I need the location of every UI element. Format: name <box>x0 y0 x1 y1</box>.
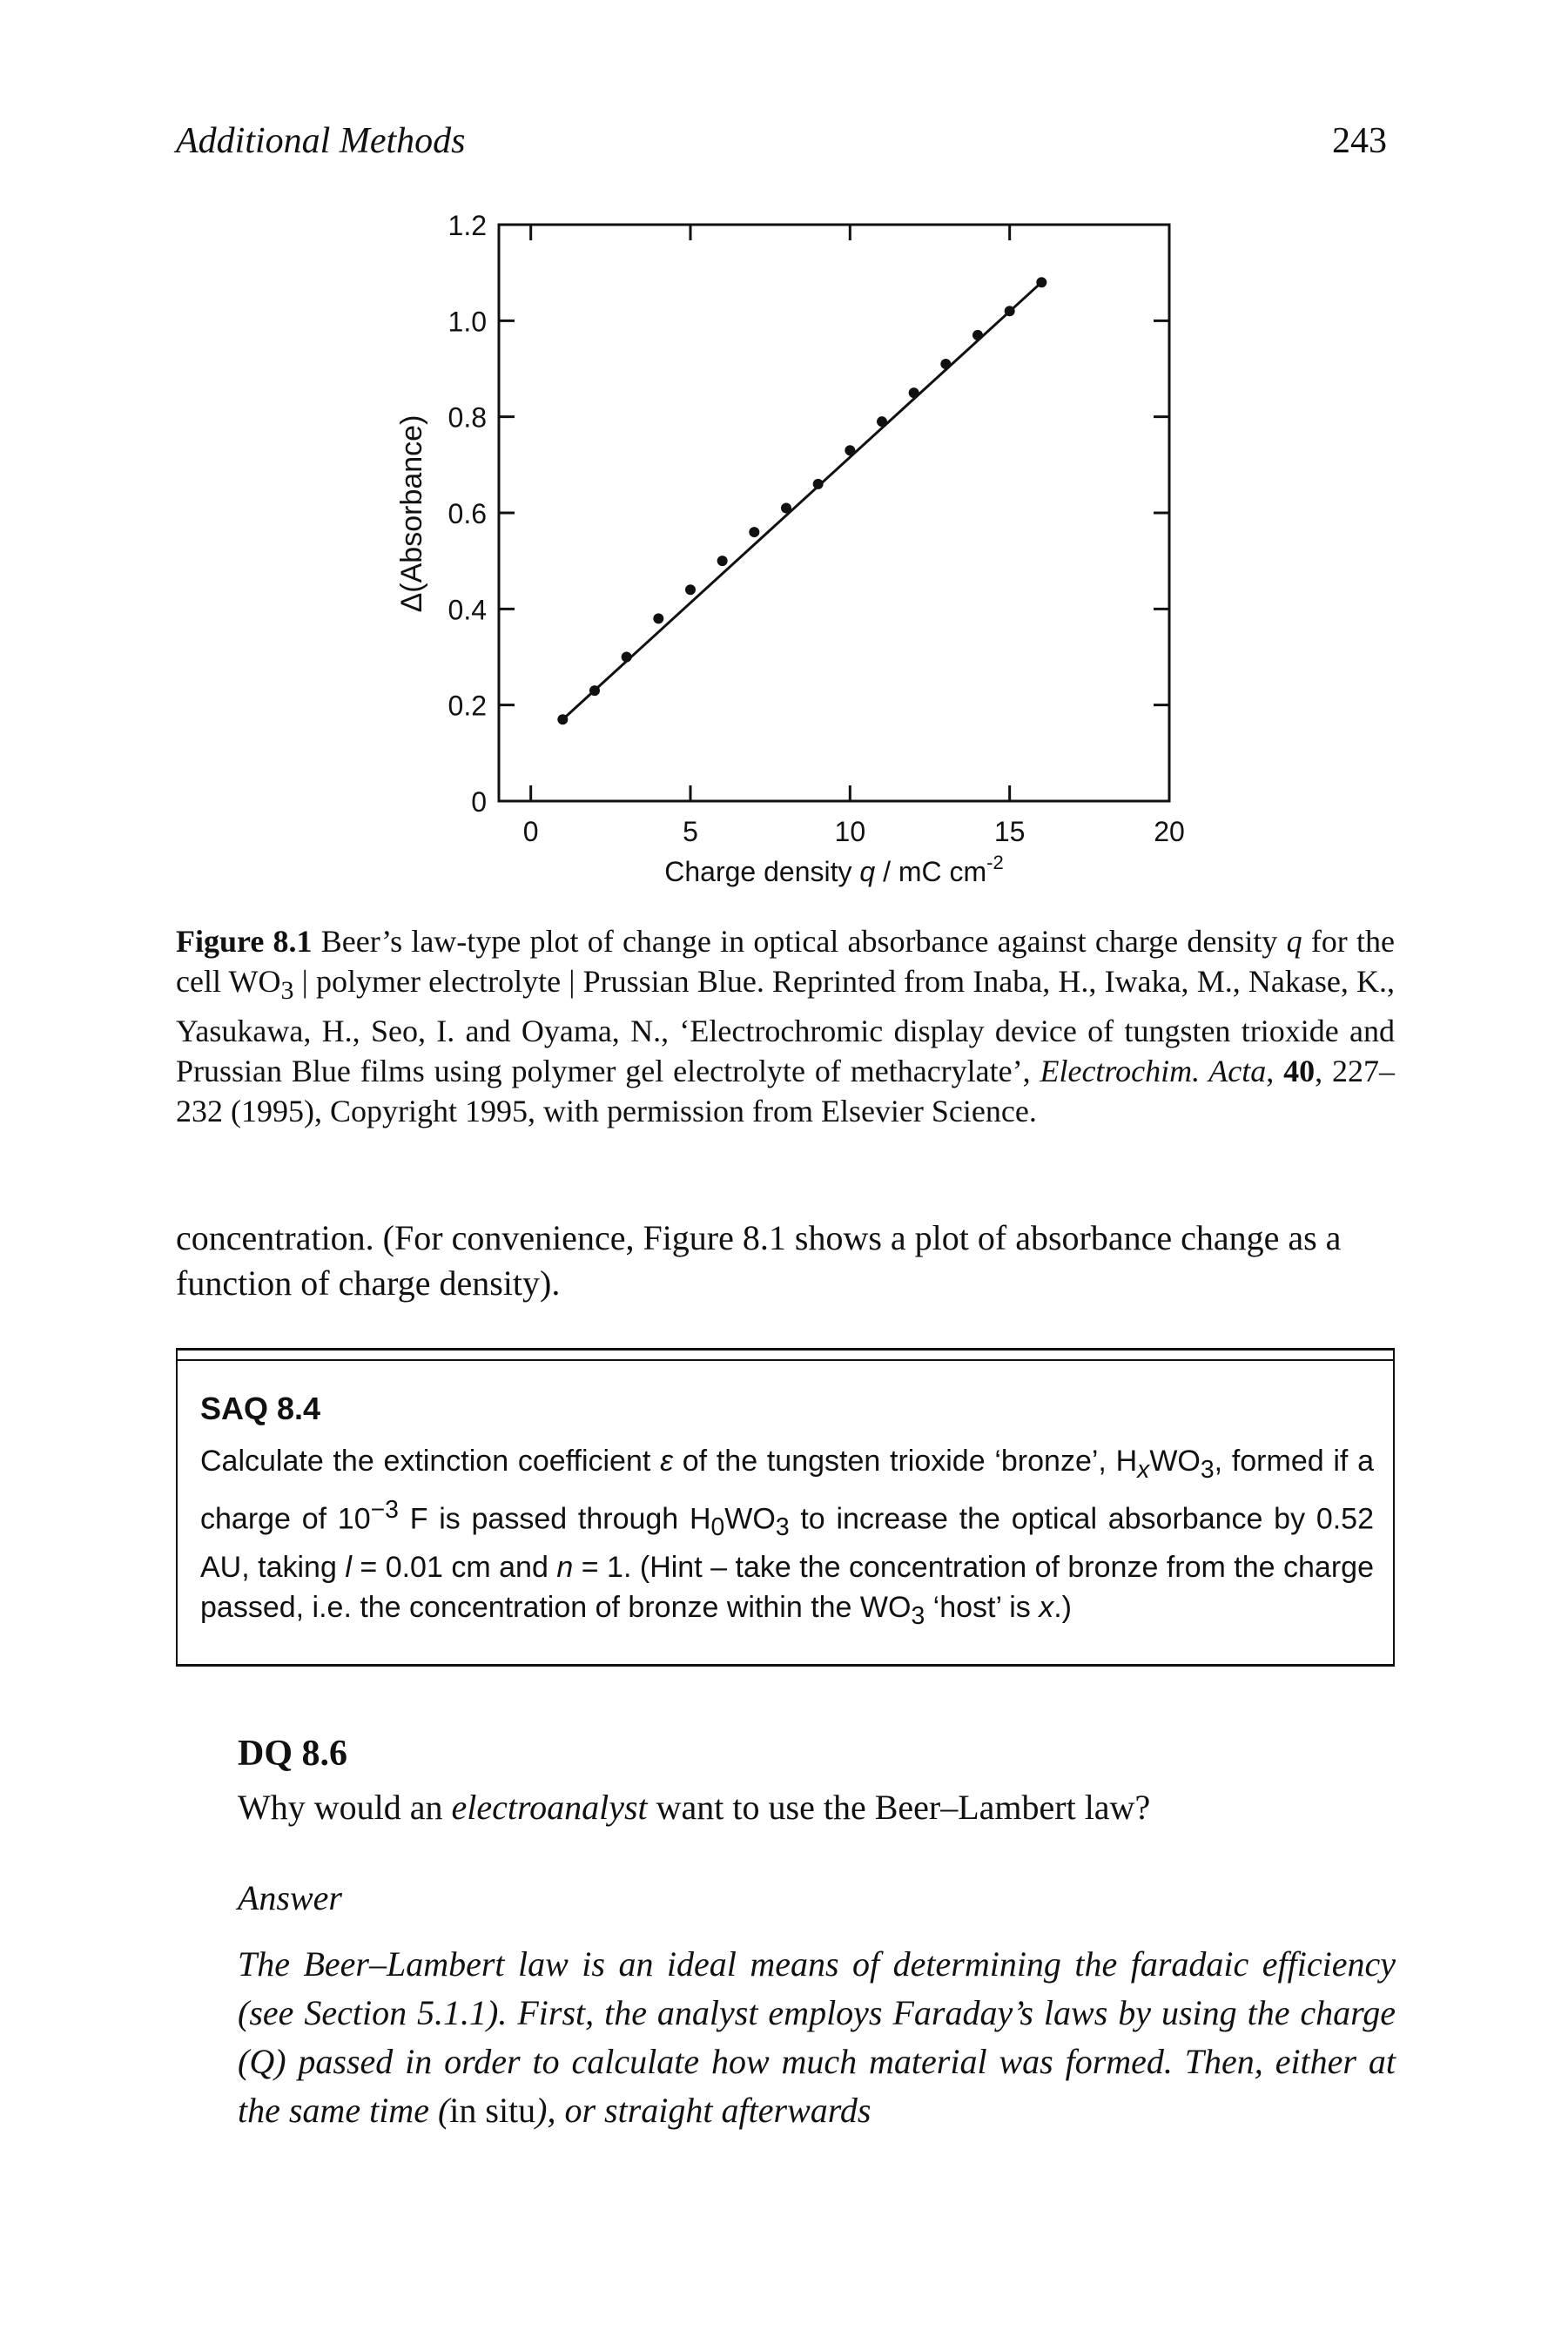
saq-text-part: WO <box>1149 1445 1201 1478</box>
saq-epsilon: ε <box>660 1445 674 1478</box>
data-point <box>812 478 824 489</box>
answer-label: Answer <box>238 1878 342 1917</box>
series-line <box>562 281 1043 721</box>
x-axis-label-var: q <box>859 856 875 887</box>
y-tick-label: 1.2 <box>448 210 487 241</box>
answer-text-part: ), or straight afterwards <box>535 2091 871 2130</box>
caption-text: , <box>1266 1054 1284 1089</box>
saq-text-part: Calculate the extinction coefficient <box>200 1445 661 1478</box>
body-paragraph: concentration. (For convenience, Figure … <box>176 1218 1342 1303</box>
x-axis-label: Charge density q / mC cm-2 <box>664 852 1003 887</box>
x-tick-label: 5 <box>683 816 698 847</box>
data-point <box>589 685 600 697</box>
saq-text-part: = 0.01 cm and <box>351 1550 557 1584</box>
saq-subscript: 3 <box>911 1601 925 1630</box>
saq-text-part: ‘host’ is <box>925 1590 1040 1624</box>
x-tick-label: 20 <box>1154 816 1185 847</box>
answer-text-part: The Beer–Lambert law is an ideal means o… <box>238 1944 1396 2130</box>
saq-subscript: x <box>1137 1455 1150 1484</box>
x-tick-label: 10 <box>835 816 866 847</box>
y-tick-label: 0.2 <box>448 690 487 722</box>
saq-subscript: 3 <box>1200 1455 1215 1484</box>
caption-text: , 227–232 (1995), Copyright 1995, with p… <box>176 1054 1395 1129</box>
data-point <box>1004 306 1015 317</box>
data-point <box>653 613 664 624</box>
saq-var: n <box>556 1550 574 1584</box>
data-point <box>972 329 983 340</box>
dq-title: DQ 8.6 <box>238 1734 347 1774</box>
dq-question: Why would an electroanalyst want to use … <box>238 1787 1396 1828</box>
y-axis-label: Δ(Absorbance) <box>395 415 428 613</box>
saq-text-part: to increase the optical absorbance by 0.… <box>200 1502 1375 1584</box>
x-axis-label-exp: -2 <box>986 852 1004 873</box>
caption-journal: Electrochim. Acta <box>1040 1054 1267 1089</box>
caption-label: Figure 8.1 <box>176 924 313 959</box>
caption-text: for the cell WO <box>176 924 1396 999</box>
saq-subscript: 3 <box>775 1512 790 1541</box>
saq-subscript: 0 <box>710 1512 725 1541</box>
data-point <box>845 445 856 456</box>
caption-volume: 40 <box>1283 1054 1316 1089</box>
data-point <box>940 358 952 369</box>
absorbance-charge-chart: 0 0.2 0.4 0.6 0.8 1.0 1.2 0 5 10 15 20 Δ(Absorbanc… <box>395 210 1185 887</box>
x-tick-label: 0 <box>523 816 539 847</box>
page-number: 243 <box>1332 121 1387 161</box>
saq-text-part: = 1. (Hint – take the concentration of b… <box>200 1550 1374 1624</box>
y-tick-label: 1.0 <box>448 306 487 337</box>
data-point <box>749 527 760 538</box>
caption-text: | polymer electrolyte | Prussian Blue. R… <box>176 964 1395 1089</box>
figure-caption: Figure 8.1 Beer’s law-type plot of chang… <box>176 921 1395 1131</box>
data-point <box>621 651 632 663</box>
x-tick-label: 15 <box>994 816 1026 847</box>
y-tick-label: 0.4 <box>448 594 487 625</box>
data-point <box>1036 277 1047 288</box>
caption-var: q <box>1286 924 1302 959</box>
y-tick-label: 0 <box>471 786 487 818</box>
y-tick-label: 0.6 <box>448 498 487 529</box>
saq-var: l <box>345 1550 352 1584</box>
plot-frame <box>497 223 1171 803</box>
data-point <box>557 714 569 725</box>
x-tick-labels: 0 5 10 15 20 <box>523 816 1185 847</box>
dq-emphasis: electroanalyst <box>451 1788 648 1827</box>
saq-text-part: of the tungsten trioxide ‘bronze’, H <box>673 1445 1138 1478</box>
saq-text-part: WO <box>724 1502 776 1536</box>
dq-text-part: want to use the Beer–Lambert law? <box>647 1788 1151 1827</box>
data-point <box>908 387 919 399</box>
answer-text: The Beer–Lambert law is an ideal means o… <box>238 1940 1396 2135</box>
data-point <box>781 502 791 514</box>
x-axis-label-main: Charge density <box>664 856 859 887</box>
running-header: Additional Methods <box>176 121 466 161</box>
data-point <box>685 584 696 596</box>
y-tick-labels: 0 0.2 0.4 0.6 0.8 1.0 1.2 <box>448 210 487 818</box>
saq-text-part: F is passed through H <box>398 1502 711 1536</box>
data-point <box>717 556 728 567</box>
saq-box: SAQ 8.4 Calculate the extinction coeffic… <box>176 1348 1395 1667</box>
saq-text-part: .) <box>1053 1590 1073 1624</box>
saq-title: SAQ 8.4 <box>200 1391 321 1426</box>
saq-text: Calculate the extinction coefficient ε o… <box>200 1441 1374 1636</box>
caption-text: Beer’s law-type plot of change in optica… <box>312 924 1287 959</box>
x-axis-label-unit: / mC cm <box>875 856 986 887</box>
data-points <box>557 277 1047 725</box>
dq-text-part: Why would an <box>238 1788 452 1827</box>
saq-superscript: −3 <box>370 1495 399 1524</box>
axis-ticks <box>499 225 1169 801</box>
data-point <box>877 416 887 428</box>
caption-subscript: 3 <box>280 976 294 1006</box>
saq-var: x <box>1039 1590 1054 1624</box>
saq-text-part: , formed if a charge of 10 <box>200 1445 1375 1536</box>
answer-in-situ: in situ <box>449 2091 536 2130</box>
y-tick-label: 0.8 <box>448 402 487 434</box>
